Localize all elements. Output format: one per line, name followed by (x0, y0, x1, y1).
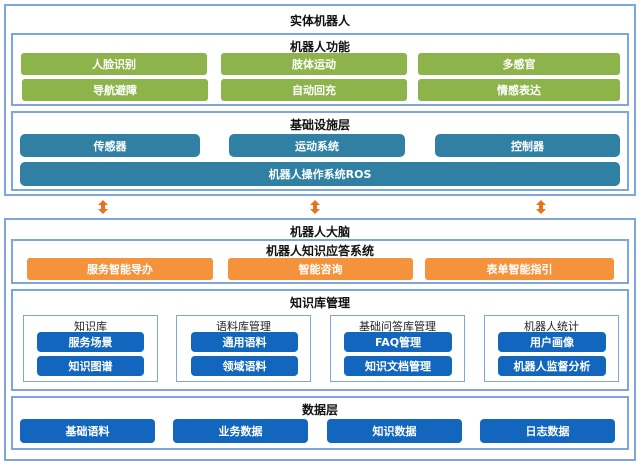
function-multisensory: 多感官 (418, 53, 620, 75)
data-layer-title: 数据层 (301, 403, 338, 417)
data-logs: 日志数据 (480, 419, 615, 443)
kb-item: 通用语料 (191, 332, 298, 352)
kb-group-title: 知识库 (74, 320, 107, 333)
kb-item: 用户画像 (498, 332, 606, 352)
function-navigation: 导航避障 (22, 79, 208, 101)
qa-smart-consult: 智能咨询 (228, 258, 413, 280)
double-arrow-icon (536, 200, 546, 214)
data-basic-corpus: 基础语料 (20, 419, 155, 443)
function-limb-motion: 肢体运动 (221, 53, 407, 75)
kb-item: 机器人监督分析 (498, 356, 606, 376)
infra-controller: 控制器 (435, 134, 620, 157)
function-face-recognition: 人脸识别 (21, 53, 207, 75)
kb-item: 服务场景 (37, 332, 144, 352)
qa-service-guide: 服务智能导办 (27, 258, 213, 280)
kb-item: 知识图谱 (37, 356, 144, 376)
robot-brain-title: 机器人大脑 (289, 225, 350, 239)
function-auto-recharge: 自动回充 (221, 79, 407, 101)
data-business: 业务数据 (173, 419, 308, 443)
data-knowledge: 知识数据 (327, 419, 462, 443)
function-emotion: 情感表达 (418, 79, 620, 101)
kb-item: 领域语料 (191, 356, 298, 376)
kb-management-title: 知识库管理 (289, 296, 350, 310)
infra-ros: 机器人操作系统ROS (20, 162, 620, 186)
double-arrow-icon (98, 200, 108, 214)
double-arrow-icon (310, 200, 320, 214)
kb-item: 知识文档管理 (344, 356, 452, 376)
qa-system-title: 机器人知识应答系统 (265, 244, 374, 258)
infrastructure-title: 基础设施层 (289, 118, 350, 132)
infra-sensor: 传感器 (20, 134, 200, 157)
kb-group-title: 机器人统计 (524, 320, 579, 333)
robot-functions-title: 机器人功能 (289, 40, 350, 54)
infra-motion-system: 运动系统 (229, 134, 405, 157)
kb-item: FAQ管理 (344, 332, 452, 352)
qa-form-guide: 表单智能指引 (425, 258, 614, 280)
kb-group-title: 语料库管理 (216, 320, 271, 333)
physical-robot-title: 实体机器人 (289, 14, 350, 28)
kb-group-title: 基础问答库管理 (359, 320, 436, 333)
